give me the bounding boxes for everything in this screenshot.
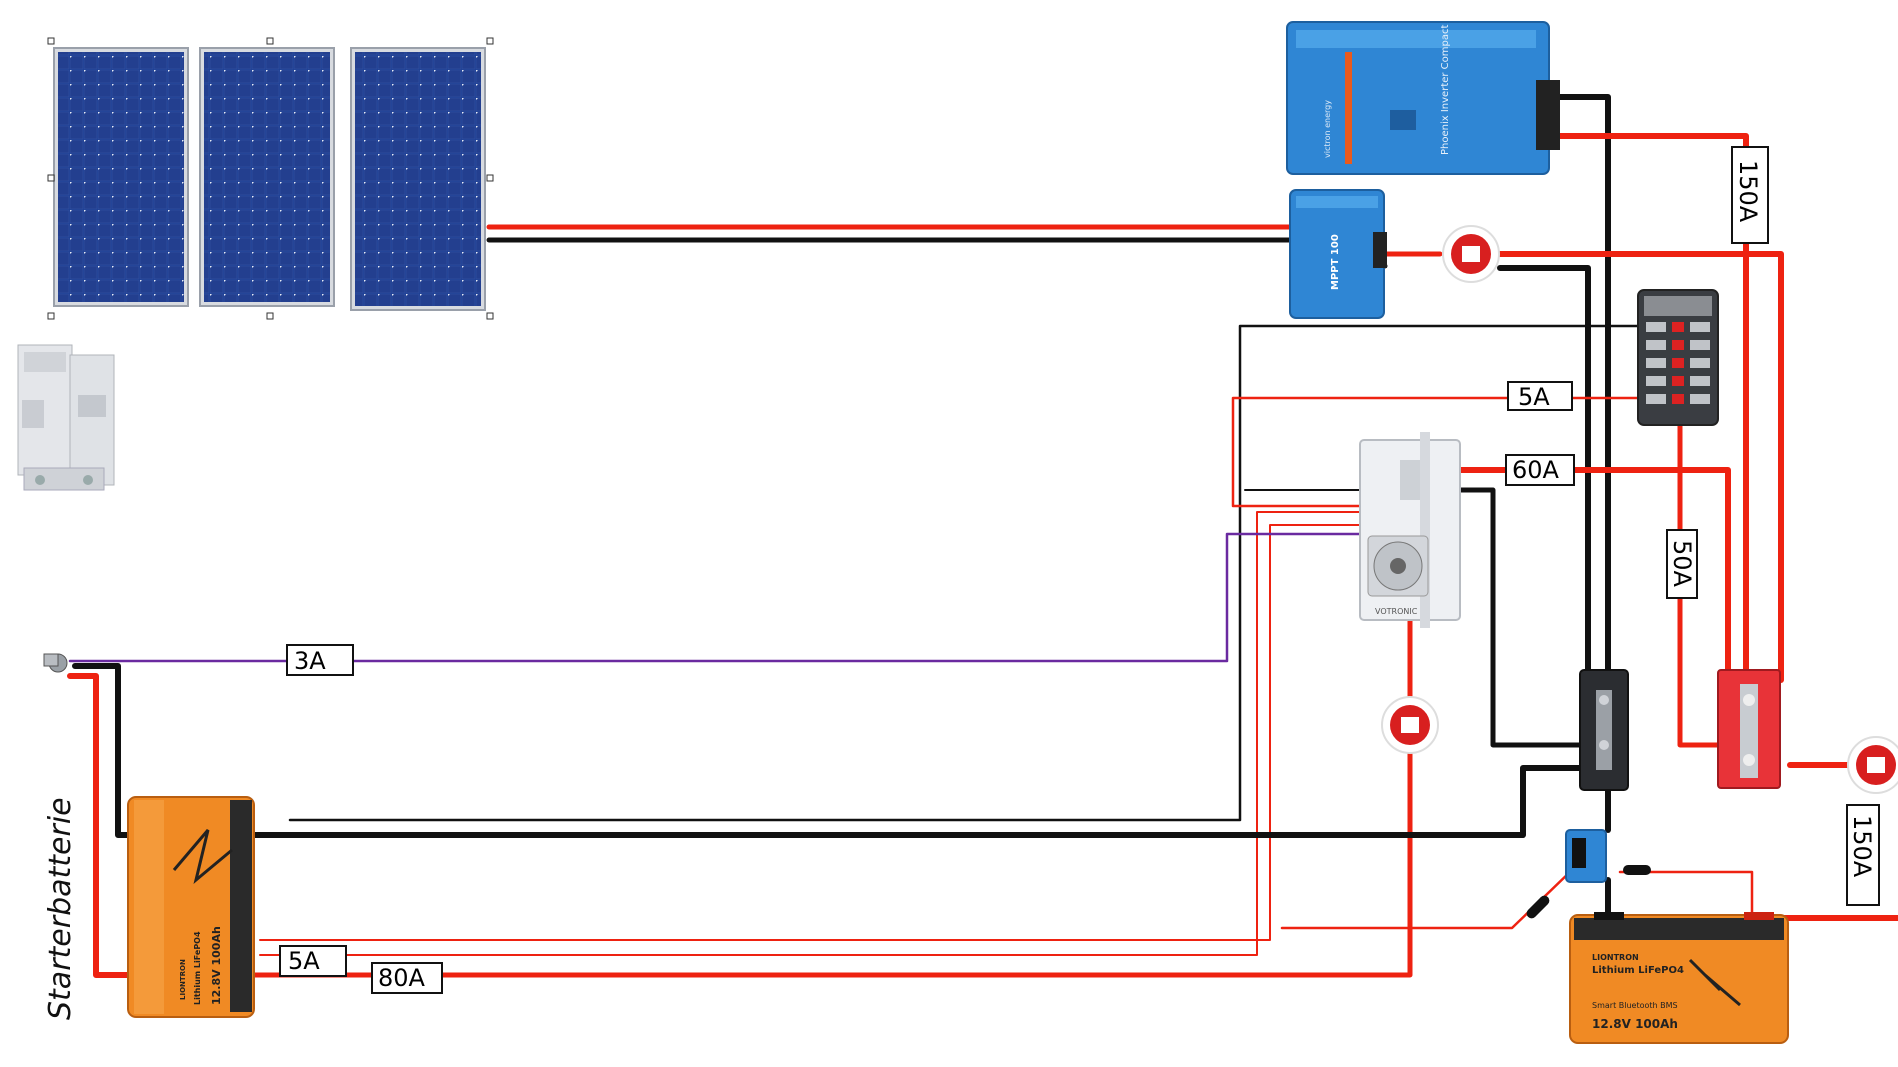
mppt-negative-wire-2 xyxy=(1497,265,1591,675)
fuse-box-icon xyxy=(1637,289,1719,426)
inverter-brand: victron energy xyxy=(1323,100,1332,158)
fuse-labels: 150A 5A 60A 50A 3A 150A 5A 80A xyxy=(279,146,1880,994)
booster-thin-red-b xyxy=(259,524,1361,941)
inverter-negative-wire xyxy=(1547,94,1611,683)
selection-handles[interactable] xyxy=(47,37,494,320)
starter-positive-wire xyxy=(67,673,133,978)
svg-text:150A: 150A xyxy=(1734,160,1762,223)
fuse-label-50a: 50A xyxy=(1666,529,1698,599)
fuse-label-80a: 80A xyxy=(371,962,443,994)
booster-thin-red-a xyxy=(259,511,1361,956)
solar-panel-array xyxy=(47,37,494,320)
solar-panel-3 xyxy=(350,47,486,311)
house-battery: LIONTRON Lithium LiFePO4 Smart Bluetooth… xyxy=(1569,912,1789,1044)
svg-text:50A: 50A xyxy=(1668,540,1696,588)
svg-text:5A: 5A xyxy=(1518,383,1550,411)
solar-panel-2 xyxy=(199,47,335,307)
fuse-label-150a-top: 150A xyxy=(1731,146,1769,244)
fuse-label-5a-top: 5A xyxy=(1507,381,1573,411)
mppt-positive-wire-2 xyxy=(1497,251,1784,683)
fuse-label-150a-right: 150A xyxy=(1846,804,1880,906)
house-battery-spec: 12.8V 100Ah xyxy=(1592,1017,1678,1031)
inline-fuse-icons xyxy=(1526,865,1651,919)
inverter[interactable]: victron energy Phoenix Inverter Compact xyxy=(1286,21,1560,175)
battery-booster[interactable]: VOTRONIC xyxy=(1359,432,1461,628)
positive-busbar xyxy=(1717,669,1781,789)
wiring xyxy=(67,94,1898,978)
svg-text:150A: 150A xyxy=(1848,815,1876,878)
shunt-red-thin-2 xyxy=(1280,868,1574,930)
house-battery-subtitle: Smart Bluetooth BMS xyxy=(1592,1001,1678,1010)
fusebox-5a-wire xyxy=(1231,396,1642,508)
house-battery-type: Lithium LiFePO4 xyxy=(1592,965,1684,976)
busbar-icon xyxy=(1579,669,1629,791)
left-battery-negative-wire xyxy=(247,765,1595,838)
fusebox-negative-thin xyxy=(288,324,1642,822)
fuse-label-5a-bottom: 5A xyxy=(279,945,347,977)
signal-3a-wire xyxy=(68,532,1362,663)
battery-switch-icon[interactable] xyxy=(1442,225,1500,283)
fuse-label-3a: 3A xyxy=(286,644,354,676)
solar-panel-1 xyxy=(53,47,189,307)
inverter-positive-wire xyxy=(1547,133,1749,673)
mppt-charge-controller[interactable]: MPPT 100 xyxy=(1289,189,1387,319)
starter-terminal-icon xyxy=(43,653,68,673)
booster-input-wire xyxy=(69,507,1413,978)
starter-negative-wire xyxy=(72,663,138,838)
svg-text:80A: 80A xyxy=(378,964,426,992)
battery-switch-icon[interactable] xyxy=(1381,696,1439,754)
inline-fuse-icon xyxy=(1623,865,1651,875)
svg-text:5A: 5A xyxy=(288,947,320,975)
starter-battery: LIONTRON Lithium LiFePO4 12.8V 100Ah xyxy=(127,796,255,1018)
circuit-breaker-icon xyxy=(17,344,115,491)
main-positive-wire-2 xyxy=(1745,915,1898,921)
inverter-model: Phoenix Inverter Compact xyxy=(1440,25,1451,155)
mppt-model: MPPT 100 xyxy=(1330,234,1341,290)
svg-text:3A: 3A xyxy=(294,647,326,675)
battery-shunt xyxy=(1565,829,1607,883)
battery-switch-icon[interactable] xyxy=(1847,736,1898,794)
fuse-label-60a: 60A xyxy=(1505,454,1575,486)
svg-text:60A: 60A xyxy=(1512,456,1560,484)
starter-battery-label: Starterbatterie xyxy=(43,797,78,1020)
inline-fuse-icon xyxy=(1526,895,1550,919)
starter-battery-type: Lithium LiFePO4 xyxy=(193,931,202,1005)
booster-brand: VOTRONIC xyxy=(1375,607,1418,616)
house-battery-brand: LIONTRON xyxy=(1592,953,1639,962)
starter-battery-spec: 12.8V 100Ah xyxy=(210,926,223,1005)
starter-battery-brand: LIONTRON xyxy=(179,959,187,1000)
shunt-red-thin xyxy=(1618,870,1754,922)
